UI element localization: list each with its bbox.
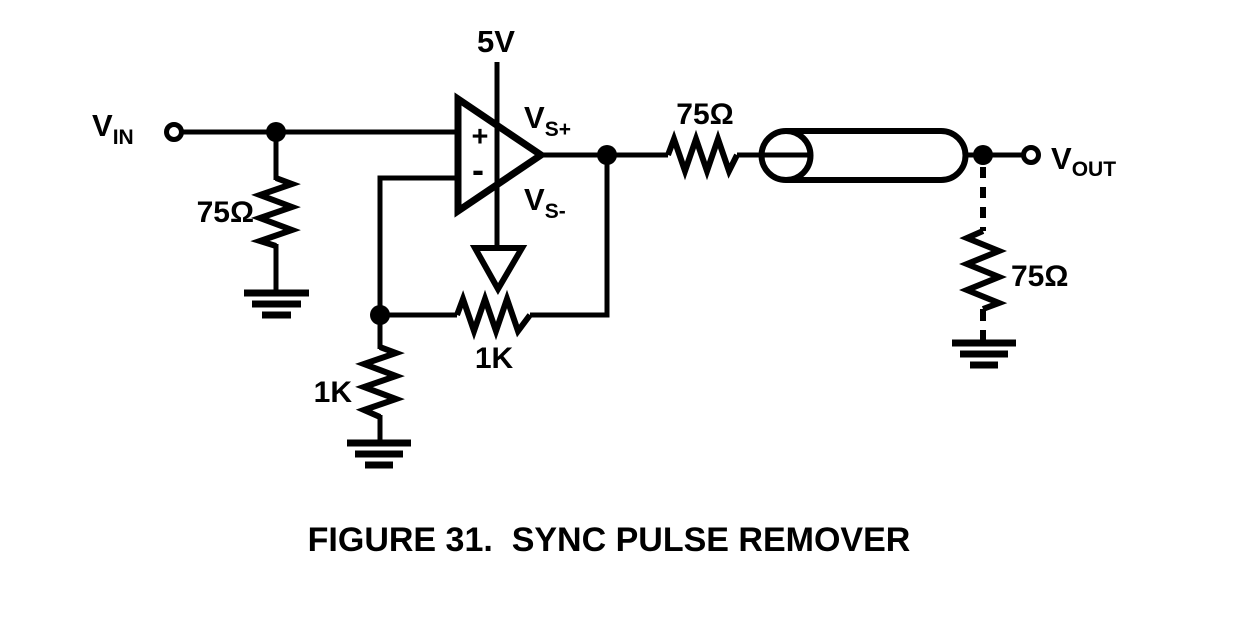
vin-terminal-circle	[164, 122, 184, 142]
series-output-resistor: 75Ω	[665, 98, 740, 181]
ground-symbol	[952, 339, 1016, 369]
junction-dot	[597, 145, 617, 165]
ground-symbol	[244, 289, 309, 319]
resistor-zigzag	[959, 228, 1008, 312]
load-termination-resistor-label: 75Ω	[1011, 260, 1068, 293]
resistor-zigzag	[250, 175, 301, 249]
feedback-wire	[530, 155, 610, 318]
inverting-input-wire	[377, 175, 459, 315]
ground-symbol	[347, 439, 411, 469]
vs-minus-label: VS-	[524, 182, 566, 223]
feedback-resistor-label: 1K	[475, 342, 514, 375]
feedback-resistor-zigzag	[454, 289, 533, 341]
series-output-resistor-label: 75Ω	[676, 98, 733, 131]
junction-dot	[266, 122, 286, 142]
negative-supply-arrow-icon	[469, 245, 528, 296]
supply-label: 5V	[477, 24, 515, 59]
opamp-minus-input-label: -	[472, 149, 484, 190]
load-termination-resistor: 75Ω	[952, 167, 1068, 369]
vout-terminal-circle	[1021, 145, 1041, 165]
opamp: 5V + - VS+ VS-	[377, 24, 571, 315]
ground-leg-resistor-label: 1K	[314, 376, 353, 409]
ground-leg-resistor-zigzag	[355, 344, 405, 420]
resistor-zigzag	[665, 129, 740, 181]
junction-dot	[973, 145, 993, 165]
vout-terminal: VOUT	[966, 141, 1116, 181]
input-termination-resistor: 75Ω	[197, 122, 309, 319]
vout-label: VOUT	[1051, 141, 1116, 181]
input-termination-resistor-label: 75Ω	[197, 196, 254, 229]
feedback-network: 1K 1K	[314, 155, 610, 469]
vs-plus-label: VS+	[524, 100, 571, 141]
figure-caption: FIGURE 31. SYNC PULSE REMOVER	[307, 521, 911, 559]
coax-body	[786, 128, 969, 183]
vin-label: VIN	[92, 108, 134, 149]
vin-terminal: VIN	[92, 108, 184, 149]
coax-cable-icon	[737, 128, 969, 183]
opamp-plus-input-label: +	[472, 121, 489, 153]
